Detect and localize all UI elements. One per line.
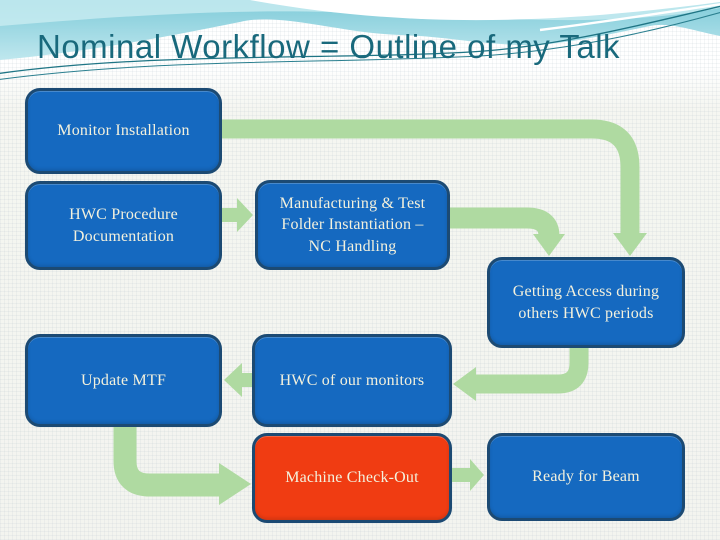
arrowhead-getting-access-to-hwc-monitors	[453, 367, 476, 401]
box-hwc-of-our-monitors: HWC of our monitors	[252, 334, 452, 427]
arrow-procedure-to-manufacturing	[222, 198, 253, 232]
box-getting-access-label: Getting Access during others HWC periods	[512, 282, 660, 322]
arrow-update-mtf-to-checkout	[113, 424, 220, 497]
arrowhead-manufacturing-to-getting-access	[533, 234, 565, 256]
box-manufacturing-test-folder-label: Manufacturing & Test Folder Instantiatio…	[279, 194, 426, 255]
box-ready-for-beam: Ready for Beam	[487, 433, 685, 521]
arrowhead-monitor-to-getting-access	[613, 233, 647, 256]
wave-white-crest	[250, 0, 720, 21]
slide-title: Nominal Workflow = Outline of my Talk	[37, 28, 621, 65]
wave-decoration	[0, 0, 720, 80]
box-hwc-procedure-documentation-label: HWC Procedure Documentation	[69, 205, 178, 245]
arrow-manufacturing-to-getting-access	[450, 207, 560, 237]
arrow-checkout-to-ready	[451, 459, 484, 491]
box-machine-check-out: Machine Check-Out	[252, 433, 452, 523]
arrowhead-update-mtf-to-checkout	[219, 463, 251, 505]
wave-thin-line-2	[0, 12, 720, 80]
box-manufacturing-test-folder: Manufacturing & Test Folder Instantiatio…	[255, 180, 450, 270]
box-hwc-of-our-monitors-label: HWC of our monitors	[279, 371, 425, 389]
arrow-hwc-monitors-to-update-mtf	[224, 363, 252, 397]
box-monitor-installation: Monitor Installation	[25, 88, 222, 174]
box-getting-access: Getting Access during others HWC periods	[487, 257, 685, 348]
box-update-mtf-label: Update MTF	[80, 371, 167, 389]
box-update-mtf: Update MTF	[25, 334, 222, 427]
box-monitor-installation-label: Monitor Installation	[57, 122, 190, 140]
arrow-getting-access-to-hwc-monitors	[476, 344, 589, 394]
box-machine-check-out-label: Machine Check-Out	[285, 469, 419, 487]
arrow-monitor-to-getting-access	[222, 119, 640, 235]
wave-thin-line-1	[0, 5, 720, 74]
box-ready-for-beam-label: Ready for Beam	[532, 468, 640, 486]
box-hwc-procedure-documentation: HWC Procedure Documentation	[25, 181, 222, 270]
wave-white-line	[539, 3, 720, 32]
